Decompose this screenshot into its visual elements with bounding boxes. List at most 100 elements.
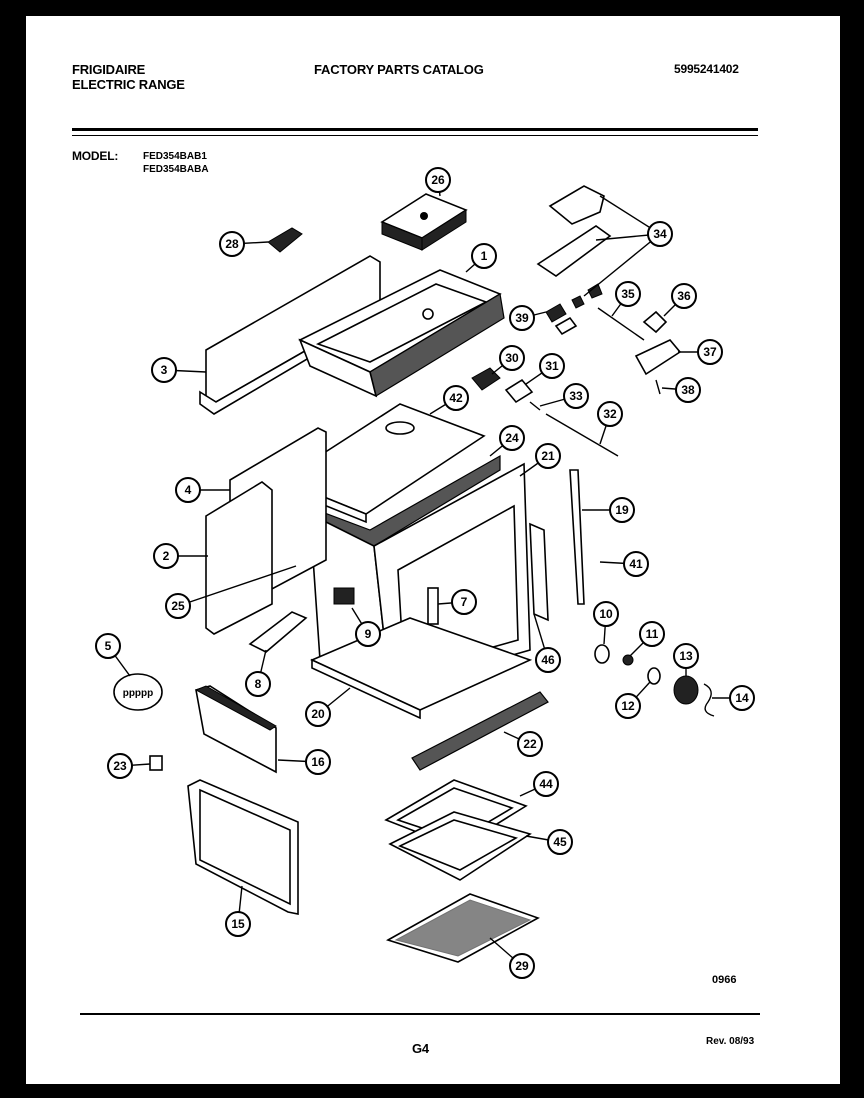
revision: Rev. 08/93 xyxy=(706,1036,755,1047)
callout-number: 31 xyxy=(545,359,559,373)
callout-number: 19 xyxy=(615,503,629,517)
model-label: MODEL: xyxy=(72,149,119,163)
part-28-clip xyxy=(267,227,303,253)
model-list: FED354BAB1 FED354BABA xyxy=(143,150,209,176)
callout-number: 44 xyxy=(539,777,553,791)
callout-number: 8 xyxy=(255,677,262,691)
callout-number: 4 xyxy=(185,483,192,497)
callout-13: 13 xyxy=(673,643,699,669)
callout-25: 25 xyxy=(165,593,191,619)
part-38-screw xyxy=(655,379,661,395)
part-10-knob xyxy=(594,644,610,664)
callout-15: 15 xyxy=(225,911,251,937)
callout-34: 34 xyxy=(647,221,673,247)
callout-10: 10 xyxy=(593,601,619,627)
part-45-broiler-pan xyxy=(388,811,532,881)
callout-7: 7 xyxy=(451,589,477,615)
callout-number: 10 xyxy=(599,607,613,621)
part-35-rod xyxy=(597,307,645,341)
callout-30: 30 xyxy=(499,345,525,371)
callout-42: 42 xyxy=(443,385,469,411)
callout-5: 5 xyxy=(95,633,121,659)
callout-37: 37 xyxy=(697,339,723,365)
callout-2: 2 xyxy=(153,543,179,569)
model-number-2: FED354BABA xyxy=(143,164,209,175)
callout-39: 39 xyxy=(509,305,535,331)
callout-number: 42 xyxy=(449,391,463,405)
product-name: ELECTRIC RANGE xyxy=(72,77,185,92)
callout-number: 26 xyxy=(431,173,445,187)
callout-number: 7 xyxy=(461,595,468,609)
callout-11: 11 xyxy=(639,621,665,647)
part-15-drawer-panel xyxy=(187,779,299,915)
callout-35: 35 xyxy=(615,281,641,307)
callout-32: 32 xyxy=(597,401,623,427)
callout-number: 45 xyxy=(553,835,567,849)
footer-rule xyxy=(80,1013,760,1015)
callout-8: 8 xyxy=(245,671,271,697)
part-31-block xyxy=(504,378,534,404)
callout-number: 37 xyxy=(703,345,717,359)
callout-number: 41 xyxy=(629,557,643,571)
header-rule-thin xyxy=(72,135,758,136)
part-5-terminal: ppppp xyxy=(113,673,163,711)
part-26-vent xyxy=(380,193,468,251)
callout-26: 26 xyxy=(425,167,451,193)
callout-41: 41 xyxy=(623,551,649,577)
part-23-clip xyxy=(149,755,163,771)
catalog-number: 5995241402 xyxy=(674,62,739,76)
page-number: G4 xyxy=(412,1041,429,1056)
callout-number: 36 xyxy=(677,289,691,303)
callout-3: 3 xyxy=(151,357,177,383)
callout-33: 33 xyxy=(563,383,589,409)
callout-38: 38 xyxy=(675,377,701,403)
part-34-control-parts xyxy=(536,185,612,309)
callout-number: 32 xyxy=(603,407,617,421)
part-16-drawer-back xyxy=(194,685,277,774)
callout-number: 16 xyxy=(311,755,325,769)
part-13-dial xyxy=(673,675,699,705)
callout-9: 9 xyxy=(355,621,381,647)
callout-number: 11 xyxy=(646,627,659,641)
part-33-pin xyxy=(529,401,541,411)
callout-16: 16 xyxy=(305,749,331,775)
part-12-bulb xyxy=(647,667,661,685)
callout-number: 35 xyxy=(621,287,635,301)
callout-number: 20 xyxy=(311,707,325,721)
callout-number: 34 xyxy=(653,227,667,241)
part-11-knob xyxy=(622,654,634,666)
svg-text:ppppp: ppppp xyxy=(123,688,154,699)
callout-45: 45 xyxy=(547,829,573,855)
callout-number: 9 xyxy=(365,627,372,641)
callout-22: 22 xyxy=(517,731,543,757)
callout-number: 2 xyxy=(163,549,170,563)
callout-19: 19 xyxy=(609,497,635,523)
part-2-side-panel xyxy=(205,481,273,635)
model-number-1: FED354BAB1 xyxy=(143,151,207,162)
leader-line-25 xyxy=(177,565,297,607)
part-14-wire xyxy=(703,683,715,717)
header-rule-thick xyxy=(72,128,758,131)
callout-number: 23 xyxy=(113,759,127,773)
callout-21: 21 xyxy=(535,443,561,469)
callout-number: 15 xyxy=(231,917,245,931)
callout-31: 31 xyxy=(539,353,565,379)
leader-lines xyxy=(107,179,742,967)
catalog-title: FACTORY PARTS CATALOG xyxy=(314,62,484,77)
part-8-bracket xyxy=(248,611,308,653)
callout-29: 29 xyxy=(509,953,535,979)
callout-number: 30 xyxy=(505,351,519,365)
callout-12: 12 xyxy=(615,693,641,719)
part-36-knob xyxy=(642,310,668,334)
callout-28: 28 xyxy=(219,231,245,257)
part-19-side-trim xyxy=(569,469,585,605)
callout-46: 46 xyxy=(535,647,561,673)
leader-line-34 xyxy=(583,233,661,297)
brand-title: FRIGIDAIRE ELECTRIC RANGE xyxy=(72,62,185,92)
callout-20: 20 xyxy=(305,701,331,727)
callout-number: 12 xyxy=(621,699,635,713)
callout-number: 21 xyxy=(541,449,555,463)
callout-number: 5 xyxy=(105,639,112,653)
